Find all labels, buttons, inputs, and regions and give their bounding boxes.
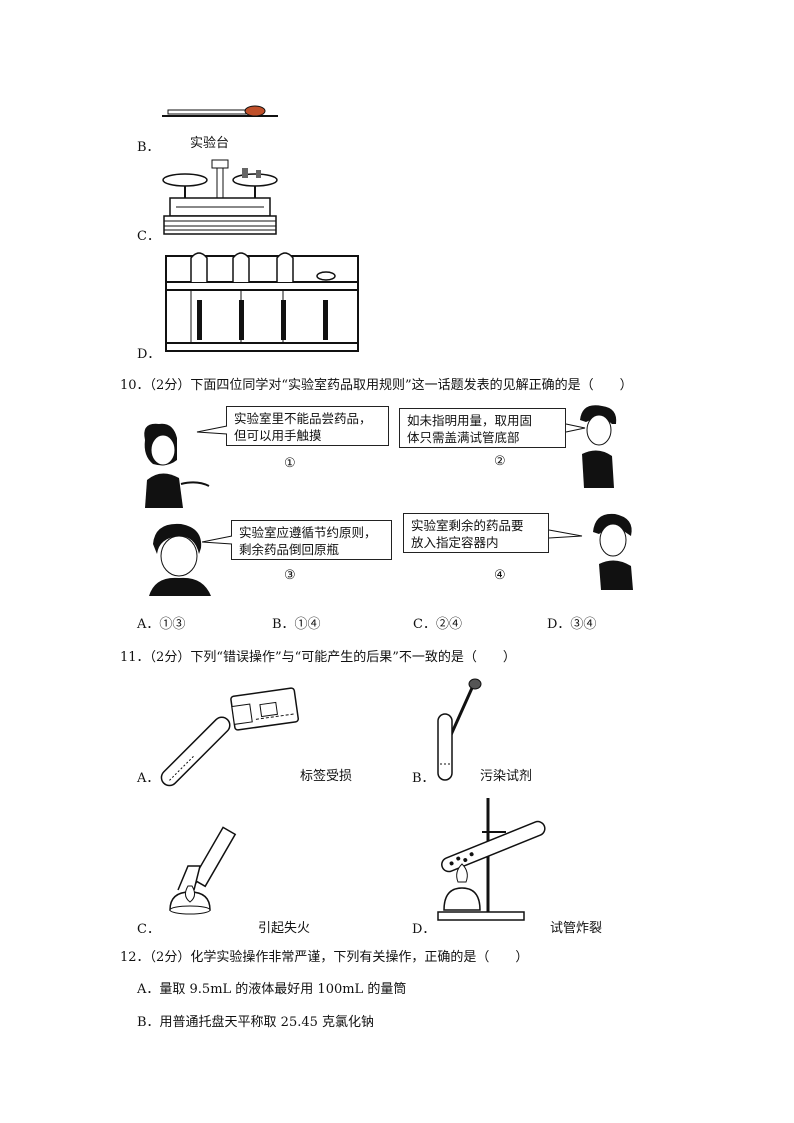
- q9-option-d-letter[interactable]: D．: [137, 347, 161, 362]
- speech-bubble-1: 实验室里不能品尝药品， 但可以用手触摸: [226, 406, 389, 446]
- q12-stem: 12．（2分）化学实验操作非常严谨，下列有关操作，正确的是（ ）: [120, 950, 529, 965]
- q10-stem: 10．（2分）下面四位同学对“实验室药品取用规则”这一话题发表的见解正确的是（ …: [120, 378, 633, 393]
- q10-option-b[interactable]: B．①④: [272, 617, 321, 632]
- bubble-3-line1: 实验室应遵循节约原则，: [239, 525, 377, 540]
- q11-option-d-caption: 试管炸裂: [550, 921, 603, 936]
- student-boy-3-avatar: [593, 513, 633, 590]
- q10-option-d[interactable]: D．③④: [547, 617, 597, 632]
- q11-option-d-letter[interactable]: D．: [412, 922, 436, 937]
- q10-option-a[interactable]: A．①③: [137, 617, 186, 632]
- speech-bubble-3: 实验室应遵循节约原则， 剩余药品倒回原瓶: [231, 520, 392, 560]
- balance-illustration: [162, 159, 278, 235]
- q11-option-c-caption: 引起失火: [258, 921, 311, 936]
- lighting-alcohol-lamp-illustration: [169, 826, 237, 915]
- q12-option-a[interactable]: A．量取 9.5mL 的液体最好用 100mL 的量筒: [137, 982, 407, 997]
- student-boy-2-avatar: [149, 523, 211, 596]
- bubble-2-line1: 如未指明用量，取用固: [407, 413, 533, 428]
- bubble-2-pointer: [565, 423, 586, 433]
- student-boy-1-avatar: [580, 405, 617, 488]
- bubble-1-line1: 实验室里不能品尝药品，: [234, 411, 372, 426]
- bubble-3-line2: 剩余药品倒回原瓶: [239, 542, 340, 557]
- dropper-on-bench-illustration: [162, 105, 278, 117]
- q11-option-c-letter[interactable]: C．: [137, 922, 160, 937]
- bubble-1-line2: 但可以用手触摸: [234, 428, 322, 443]
- bubble-1-number: ①: [284, 456, 296, 471]
- test-tube-rack-illustration: [165, 252, 359, 352]
- q10-option-c[interactable]: C．②④: [413, 617, 462, 632]
- bubble-4-line2: 放入指定容器内: [411, 535, 499, 550]
- bubble-3-number: ③: [284, 568, 296, 583]
- q11-option-a-letter[interactable]: A．: [137, 771, 160, 786]
- q11-option-b-letter[interactable]: B．: [412, 771, 435, 786]
- bubble-4-pointer: [548, 529, 583, 539]
- bubble-3-pointer: [201, 535, 233, 545]
- student-girl-avatar: [144, 423, 210, 508]
- q9-option-b-letter[interactable]: B．: [137, 140, 160, 155]
- q11-option-b-caption: 污染试剂: [480, 769, 533, 784]
- bubble-1-pointer: [196, 425, 228, 435]
- q9-option-c-letter[interactable]: C．: [137, 229, 160, 244]
- bubble-4-number: ④: [494, 568, 506, 583]
- bubble-4-line1: 实验室剩余的药品要: [411, 518, 524, 533]
- bubble-2-number: ②: [494, 454, 506, 469]
- heating-test-tube-illustration: [437, 798, 546, 921]
- q11-stem: 11．（2分）下列“错误操作”与“可能产生的后果”不一致的是（ ）: [120, 650, 516, 665]
- q12-option-b[interactable]: B．用普通托盘天平称取 25.45 克氯化钠: [137, 1015, 375, 1030]
- q11-option-a-caption: 标签受损: [300, 769, 353, 784]
- speech-bubble-4: 实验室剩余的药品要 放入指定容器内: [403, 513, 549, 553]
- dropper-in-tube-illustration: [437, 678, 482, 781]
- bubble-2-line2: 体只需盖满试管底部: [407, 430, 520, 445]
- q9-option-b-caption: 实验台: [190, 136, 230, 151]
- pouring-liquid-illustration: [160, 687, 299, 787]
- speech-bubble-2: 如未指明用量，取用固 体只需盖满试管底部: [399, 408, 566, 448]
